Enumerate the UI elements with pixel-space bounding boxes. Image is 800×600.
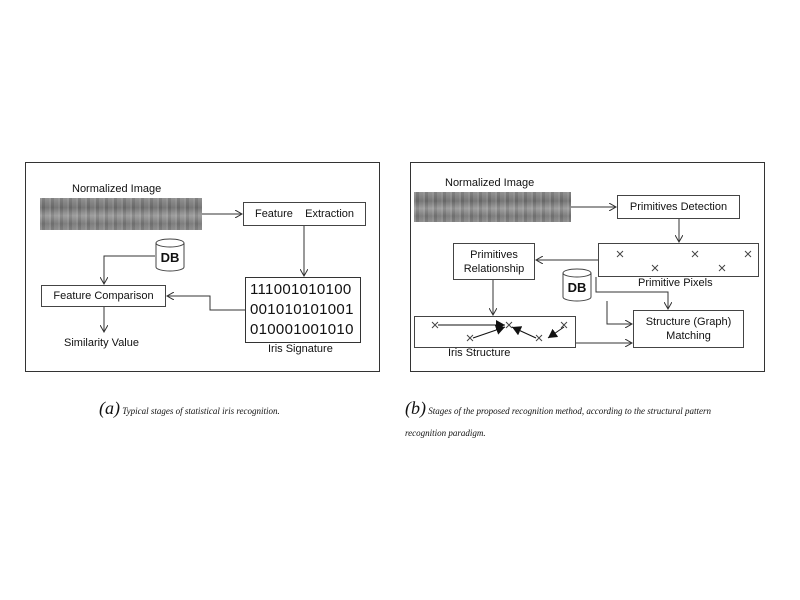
structure-cross-1 bbox=[431, 321, 439, 329]
structure-matching-box: Structure (Graph) Matching bbox=[633, 310, 744, 348]
caption-a-text: Typical stages of statistical iris recog… bbox=[122, 406, 280, 416]
panel-a-db-label: DB bbox=[160, 250, 180, 265]
structure-edge-3 bbox=[511, 326, 537, 339]
panel-b-image-label: Normalized Image bbox=[445, 177, 535, 189]
arrow-db-to-comparison bbox=[104, 255, 155, 284]
iris-signature-label: Iris Signature bbox=[268, 343, 333, 355]
caption-b-line2: recognition paradigm. bbox=[405, 428, 486, 438]
pixel-cross-5 bbox=[744, 250, 752, 258]
panel-b-db-cylinder: DB bbox=[562, 268, 592, 302]
panel-b-db-label: DB bbox=[567, 280, 587, 295]
caption-b: (b) Stages of the proposed recognition m… bbox=[405, 398, 711, 419]
iris-structure-marks bbox=[431, 321, 568, 342]
pixel-cross-3 bbox=[691, 250, 699, 258]
structure-cross-2 bbox=[466, 334, 474, 342]
primitive-pixels-label: Primitive Pixels bbox=[638, 277, 713, 289]
panel-a-image-label: Normalized Image bbox=[72, 183, 162, 195]
arrow-db-to-matching bbox=[606, 301, 632, 324]
arrow-signature-to-comparison bbox=[167, 296, 245, 311]
signature-line-3: 010001001010 bbox=[250, 321, 354, 338]
panel-b-normalized-image bbox=[414, 192, 571, 222]
structure-edge-2 bbox=[472, 325, 506, 339]
iris-structure-label: Iris Structure bbox=[448, 347, 511, 359]
iris-signature-box: 111001010100 001010101001 010001001010 bbox=[245, 277, 361, 343]
structure-cross-3 bbox=[505, 321, 513, 329]
arrow-pixels-to-matching bbox=[595, 277, 668, 309]
structure-cross-5 bbox=[560, 321, 568, 329]
caption-b-tag: (b) bbox=[405, 398, 426, 418]
caption-a-tag: (a) bbox=[99, 398, 120, 418]
pixel-cross-1 bbox=[616, 250, 624, 258]
structure-matching-line2: Matching bbox=[666, 330, 711, 342]
signature-line-2: 001010101001 bbox=[250, 301, 354, 318]
similarity-value-label: Similarity Value bbox=[64, 337, 139, 349]
primitives-relationship-box: Primitives Relationship bbox=[453, 243, 535, 280]
primitives-relationship-line2: Relationship bbox=[463, 262, 525, 275]
feature-extraction-box: Feature Extraction bbox=[243, 202, 366, 226]
structure-edge-4 bbox=[547, 326, 565, 339]
caption-a: (a) Typical stages of statistical iris r… bbox=[99, 398, 280, 419]
primitive-pixel-marks bbox=[616, 250, 752, 272]
primitive-pixels-box bbox=[598, 243, 759, 277]
structure-matching-line1: Structure (Graph) bbox=[645, 316, 732, 328]
pixel-cross-4 bbox=[718, 264, 726, 272]
primitives-relationship-line1: Primitives bbox=[470, 248, 518, 261]
feature-comparison-box: Feature Comparison bbox=[41, 285, 166, 307]
structure-cross-4 bbox=[535, 334, 543, 342]
caption-b-text-line1: Stages of the proposed recognition metho… bbox=[428, 406, 711, 416]
pixel-cross-2 bbox=[651, 264, 659, 272]
signature-line-1: 111001010100 bbox=[250, 281, 352, 298]
panel-a-normalized-image bbox=[40, 198, 202, 230]
panel-a-db-cylinder: DB bbox=[155, 238, 185, 272]
primitives-detection-box: Primitives Detection bbox=[617, 195, 740, 219]
